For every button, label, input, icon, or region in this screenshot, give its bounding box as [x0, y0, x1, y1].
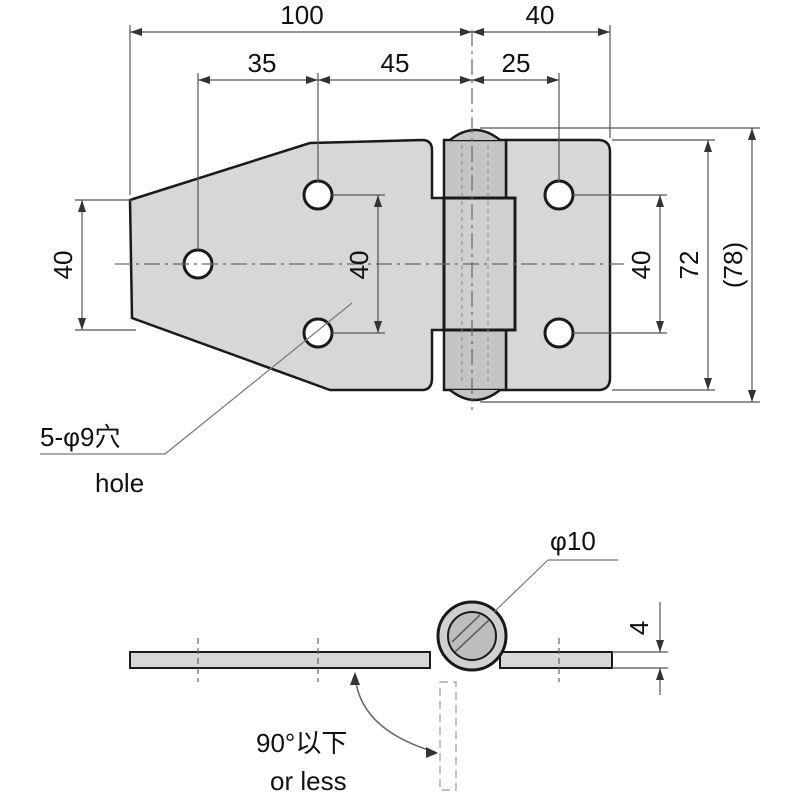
folded-leaf-phantom [439, 681, 457, 791]
knuckle-top-cap [449, 128, 501, 141]
mounting-hole [543, 179, 575, 211]
dim-40-right: 40 [626, 251, 656, 280]
mounting-hole [302, 179, 334, 211]
dim-72: 72 [674, 251, 704, 280]
pin-hatch [454, 619, 490, 653]
dim-40-center: 40 [344, 251, 374, 280]
dim-40-left: 40 [48, 251, 78, 280]
top-view [115, 30, 625, 410]
dim-25: 25 [502, 48, 531, 78]
dim-45: 45 [381, 48, 410, 78]
dimension-lines [75, 25, 760, 403]
hole-note-jp: 5-φ9穴 [40, 422, 120, 452]
side-view [129, 559, 668, 791]
left-leaf [128, 138, 446, 392]
knuckle-bottom-cap [449, 389, 501, 402]
dim-40-top: 40 [526, 0, 555, 30]
rotation-arc [354, 675, 436, 753]
side-right-leaf [499, 651, 613, 669]
angle-note-jp: 90°以下 [256, 728, 347, 758]
angle-note-en: or less [270, 766, 347, 796]
hole-leader [164, 302, 353, 455]
rotation-arrow [426, 747, 438, 758]
pin-diameter-label: φ10 [550, 526, 596, 556]
dim-78: (78) [718, 242, 748, 288]
dim-100: 100 [280, 0, 323, 30]
right-leaf [504, 138, 612, 392]
mounting-hole [543, 317, 575, 349]
pin-hatch [451, 614, 481, 643]
rotation-arrow [350, 672, 360, 685]
hole-note-en: hole [95, 468, 144, 498]
pin-leader [493, 559, 549, 613]
dim-35: 35 [248, 48, 277, 78]
side-left-leaf [129, 651, 431, 669]
thickness-label: 4 [624, 621, 654, 635]
